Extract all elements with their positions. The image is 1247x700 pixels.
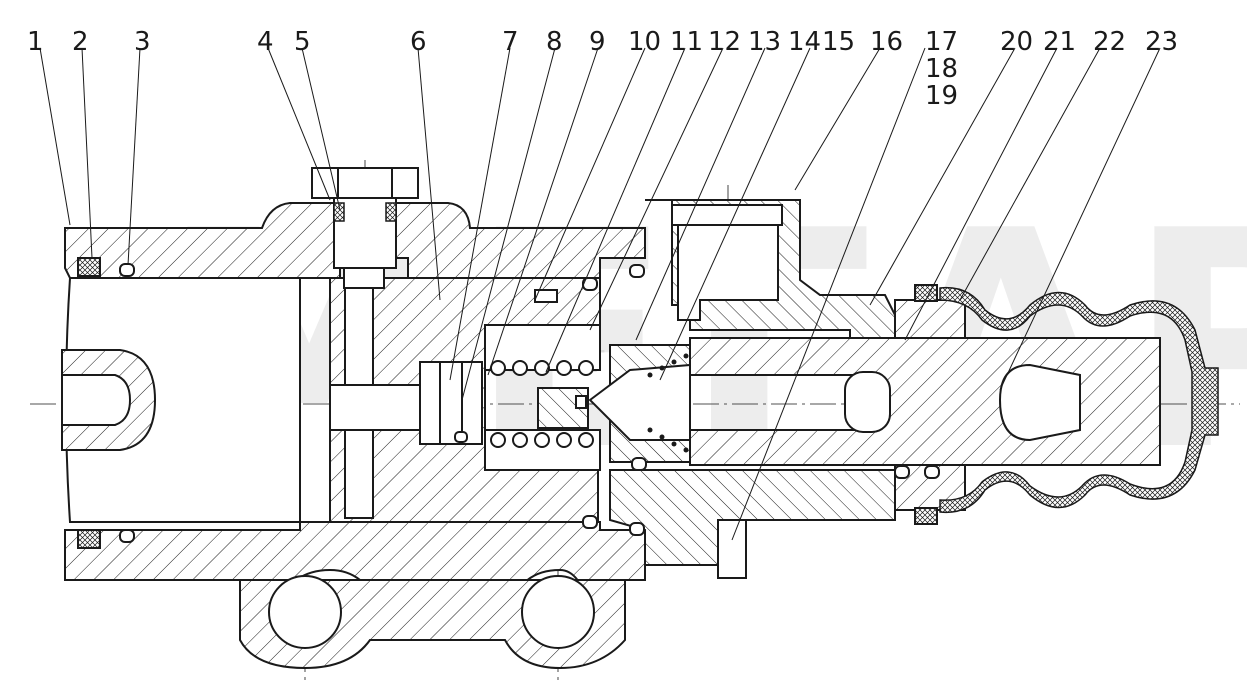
label-16: 16	[870, 27, 903, 57]
label-18: 18	[925, 54, 958, 84]
push-rod	[689, 337, 1161, 466]
valve-assembly	[419, 289, 691, 471]
spring	[490, 360, 594, 448]
label-9: 9	[589, 27, 606, 57]
label-5: 5	[294, 27, 311, 57]
label-11: 11	[670, 27, 703, 57]
label-7: 7	[502, 27, 519, 57]
label-21: 21	[1043, 27, 1076, 57]
label-13: 13	[748, 27, 781, 57]
label-19: 19	[925, 81, 958, 111]
label-1: 1	[27, 27, 44, 57]
label-6: 6	[410, 27, 427, 57]
label-10: 10	[628, 27, 661, 57]
bleed-plug	[311, 167, 419, 289]
label-2: 2	[72, 27, 89, 57]
output-port	[717, 519, 747, 579]
label-8: 8	[546, 27, 563, 57]
label-12: 12	[708, 27, 741, 57]
label-23: 23	[1145, 27, 1178, 57]
leader-lines	[39, 47, 1161, 541]
label-17: 17	[925, 27, 958, 57]
part-labels: 1 2 3 4 5 6 7 8 9 10 11 12 13 14 15 16 1…	[27, 27, 1178, 111]
label-3: 3	[134, 27, 151, 57]
label-4: 4	[257, 27, 274, 57]
label-22: 22	[1093, 27, 1126, 57]
rod-groove	[844, 371, 891, 433]
spring-small	[647, 353, 689, 453]
boot	[939, 286, 1219, 514]
mount-hole-left	[268, 575, 342, 649]
horizontal-passage	[329, 384, 421, 431]
label-15: 15	[822, 27, 855, 57]
mount-hole-right	[521, 575, 595, 649]
label-20: 20	[1000, 27, 1033, 57]
label-14: 14	[788, 27, 821, 57]
